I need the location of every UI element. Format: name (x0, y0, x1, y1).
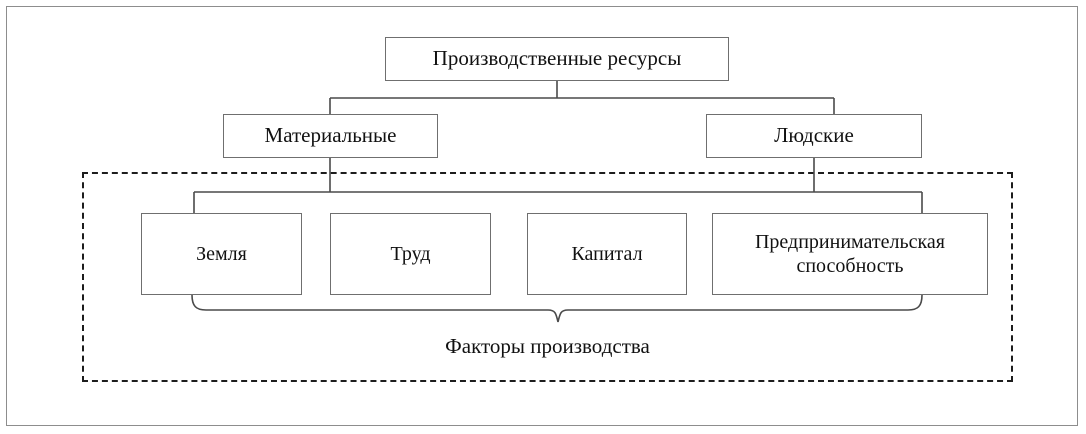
node-label-production-resources: Производственные ресурсы (432, 46, 682, 71)
node-labor[interactable]: Труд (330, 213, 491, 295)
node-capital[interactable]: Капитал (527, 213, 687, 295)
node-land[interactable]: Земля (141, 213, 302, 295)
node-label-capital: Капитал (571, 242, 643, 265)
node-label-entrepreneurial-ability: Предпринимательская способность (749, 230, 951, 279)
outer-frame (6, 6, 1078, 426)
node-label-entrepreneurial-ability-line1: Предпринимательская (754, 230, 945, 253)
node-label-entrepreneurial-ability-line2: способность (796, 255, 904, 277)
node-label-human-resources: Людские (774, 123, 854, 148)
node-production-resources[interactable]: Производственные ресурсы (385, 37, 729, 81)
node-label-labor: Труд (390, 242, 431, 265)
node-human-resources[interactable]: Людские (706, 114, 922, 158)
node-label-material-resources: Материальные (264, 123, 397, 148)
node-label-land: Земля (196, 242, 247, 265)
dashed-group-boundary (82, 172, 1013, 382)
group-caption-factors-of-production: Факторы производства (445, 334, 650, 358)
node-entrepreneurial-ability[interactable]: Предпринимательская способность (712, 213, 988, 295)
node-material-resources[interactable]: Материальные (223, 114, 438, 158)
